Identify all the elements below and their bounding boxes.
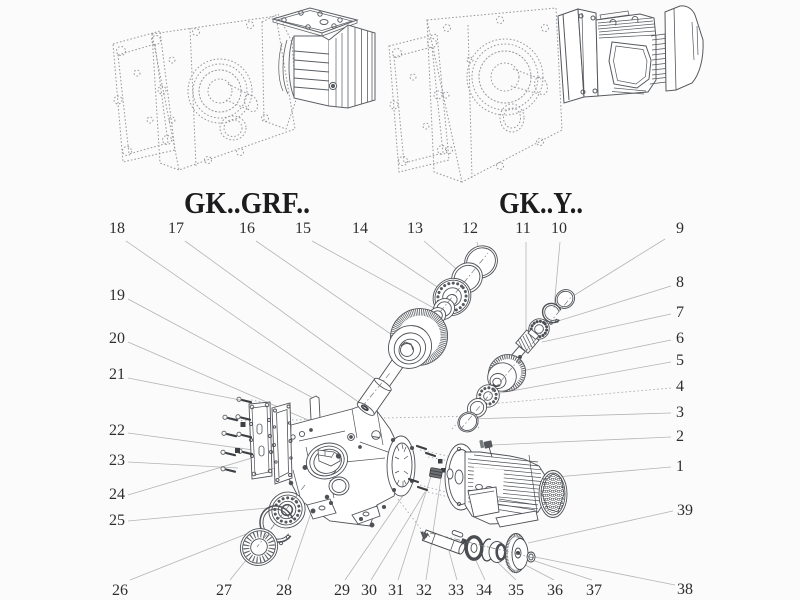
svg-text:32: 32 [416,582,432,599]
svg-text:7: 7 [676,304,684,321]
svg-text:1: 1 [676,458,684,475]
svg-text:31: 31 [388,582,404,599]
svg-text:29: 29 [334,582,350,599]
svg-text:9: 9 [676,220,684,237]
svg-text:12: 12 [462,220,478,237]
svg-text:20: 20 [109,330,125,347]
svg-text:25: 25 [109,512,125,529]
svg-text:2: 2 [676,428,684,445]
svg-text:3: 3 [676,404,684,421]
svg-text:21: 21 [109,366,125,383]
svg-text:5: 5 [676,352,684,369]
svg-text:17: 17 [168,220,184,237]
svg-text:19: 19 [109,287,125,304]
svg-text:4: 4 [676,378,684,395]
svg-text:37: 37 [586,582,602,599]
svg-text:38: 38 [677,581,693,598]
svg-text:18: 18 [109,220,125,237]
svg-text:30: 30 [361,582,377,599]
svg-text:GK..Y..: GK..Y.. [499,185,583,220]
svg-text:GK..GRF..: GK..GRF.. [184,185,310,220]
svg-text:10: 10 [551,220,567,237]
svg-text:24: 24 [109,486,125,503]
svg-text:8: 8 [676,274,684,291]
svg-text:16: 16 [239,220,255,237]
svg-text:36: 36 [547,582,563,599]
svg-text:33: 33 [448,582,464,599]
svg-text:22: 22 [109,422,125,439]
svg-text:26: 26 [112,582,128,599]
svg-text:35: 35 [508,582,524,599]
svg-text:13: 13 [407,220,423,237]
svg-text:28: 28 [276,582,292,599]
svg-text:15: 15 [295,220,311,237]
svg-text:14: 14 [352,220,368,237]
svg-text:23: 23 [109,452,125,469]
svg-text:11: 11 [515,220,530,237]
svg-text:34: 34 [476,582,492,599]
svg-text:39: 39 [677,502,693,519]
svg-text:27: 27 [216,582,232,599]
svg-text:6: 6 [676,330,684,347]
